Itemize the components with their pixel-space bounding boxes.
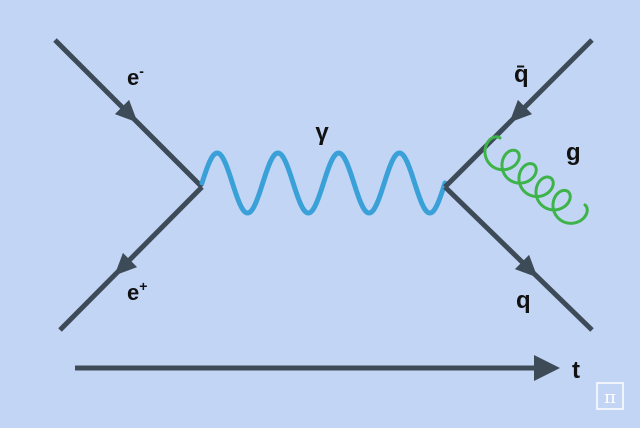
positron-line [58,185,204,332]
electron-arrow-icon [114,99,138,123]
time-label: t [572,357,580,384]
electron-label: e- [127,63,144,90]
positron-arrow-icon [114,252,138,276]
time-arrow-icon [534,355,560,381]
photon-label: γ [315,119,329,146]
gluon-label: g [566,139,581,166]
quark-line [443,185,594,332]
quark-label: q [516,287,531,314]
antiquark-label: q̄ [514,61,529,88]
logo-glyph: π [604,387,616,408]
positron-label: e+ [127,278,147,305]
pi-logo-icon: π [596,382,624,410]
photon-propagator [199,150,448,216]
gluon-propagator [483,135,589,225]
antiquark-arrow-icon [509,99,533,123]
quark-arrow-icon [514,254,538,278]
